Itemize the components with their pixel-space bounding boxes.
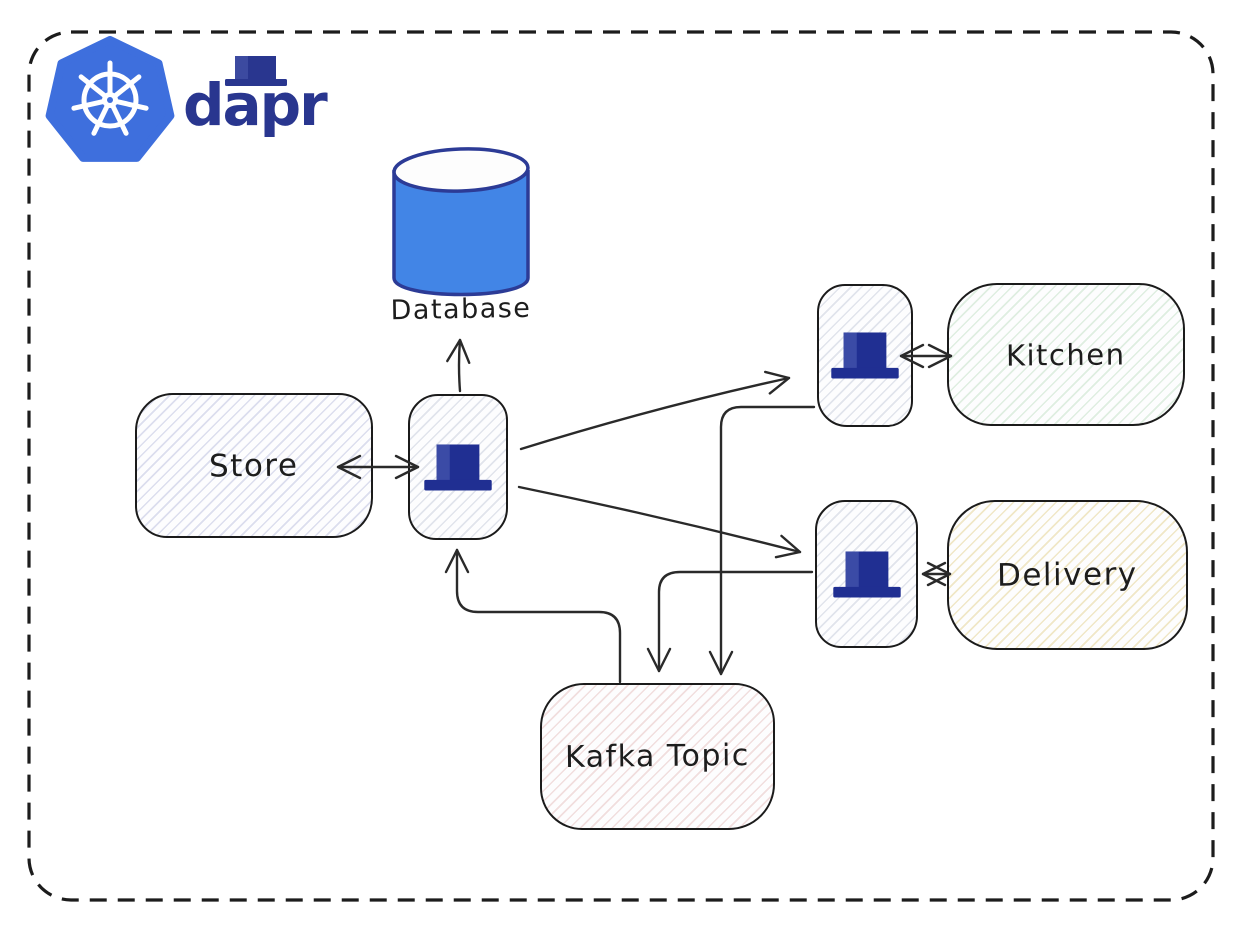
store-node: Store [135, 393, 373, 538]
store-dapr-sidecar-node [408, 394, 508, 540]
dapr-hat-icon [831, 332, 899, 379]
dapr-wordmark: dapr [183, 71, 328, 139]
delivery-node: Delivery [947, 500, 1188, 650]
delivery-dapr-sidecar-node [815, 500, 918, 648]
delivery-label: Delivery [996, 556, 1139, 594]
kubernetes-logo-icon [45, 36, 175, 162]
kafka-topic-label: Kafka Topic [564, 738, 751, 775]
database-label: Database [390, 292, 532, 327]
dapr-hat-icon [832, 550, 901, 598]
kafka-topic-node: Kafka Topic [540, 683, 775, 830]
kitchen-dapr-sidecar-node [817, 284, 913, 427]
dapr-hat-icon [424, 443, 492, 491]
dapr-logo: dapr [183, 40, 353, 165]
database-cylinder-icon [392, 147, 530, 297]
kitchen-label: Kitchen [1006, 336, 1126, 373]
store-label: Store [209, 447, 299, 484]
kitchen-node: Kitchen [947, 283, 1185, 426]
